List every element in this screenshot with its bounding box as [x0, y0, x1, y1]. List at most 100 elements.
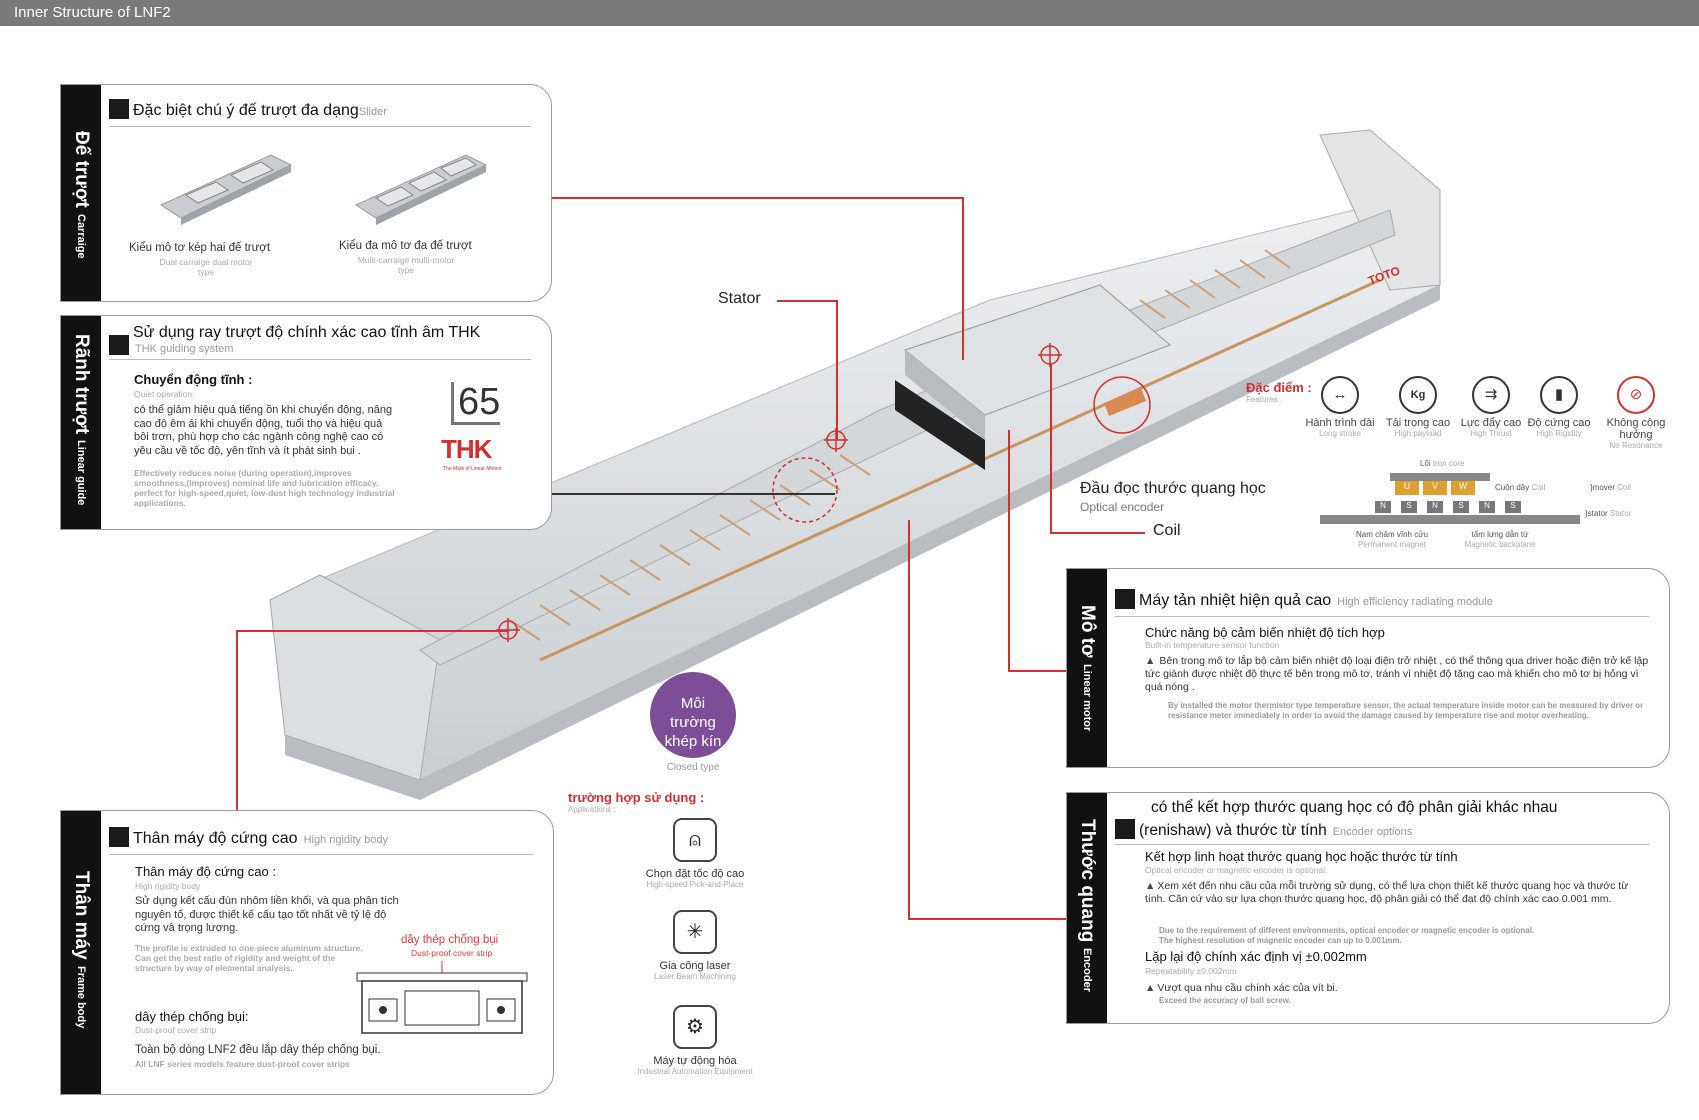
pole: S — [1401, 501, 1417, 513]
repeat-title: Lặp lại độ chính xác định vị ±0.002mm — [1145, 949, 1367, 964]
coil-legend-vi: Cuộn dây — [1495, 483, 1530, 492]
pole: S — [1453, 501, 1469, 513]
guide-header: Sử dụng ray trượt độ chính xác cao tĩnh … — [109, 324, 480, 355]
connector-encoder — [908, 520, 910, 918]
divider — [109, 126, 531, 127]
motor-diagram: Lõi Iron core U V W Cuộn dây Coil }mover… — [1310, 455, 1690, 555]
app-label: Máy tự động hóa — [653, 1055, 737, 1067]
header-square-icon — [1115, 819, 1135, 839]
divider — [1115, 616, 1649, 617]
feature-label: Lực đẩy cao — [1460, 417, 1522, 429]
type2-label-en: Multi-carraige multi-motor type — [357, 255, 455, 275]
applications-label-en: Applications : — [568, 805, 616, 814]
repeat-body-text: Vượt qua nhu cầu chính xác của vít bi. — [1157, 982, 1338, 994]
combine-title-en: Optical encoder or magnetic encoder is o… — [1145, 865, 1328, 875]
pole-row: N S N S N S — [1375, 501, 1521, 513]
double-arrow-icon: ↔ — [1321, 376, 1359, 414]
tab-title: Thước quang — [1077, 819, 1098, 943]
backplane-en: Magnetic backplane — [1464, 539, 1536, 549]
header-subtitle: Slider — [358, 106, 387, 118]
connector-coil-h — [1050, 532, 1145, 534]
features-label-en: Features : — [1246, 395, 1283, 404]
combine-body: ▲Xem xét đến nhu cầu của mỗi trường sử d… — [1145, 880, 1640, 906]
dual-carriage-image — [159, 154, 293, 225]
coil-legend: Cuộn dây Coil — [1495, 483, 1545, 493]
page-title: Inner Structure of LNF2 — [14, 4, 171, 21]
iron-core-en: Iron core — [1432, 459, 1465, 468]
encoder-card: Thước quangEncoder có thể kết hợp thước … — [1066, 792, 1670, 1024]
strip-body-en: All LNF series models feature dust-proof… — [135, 1059, 350, 1069]
coil-legend-en: Coil — [1531, 483, 1546, 492]
thk-tagline: The Mark of Linear Motion — [443, 466, 502, 472]
magnet-vi: Nam châm vĩnh cửu — [1355, 530, 1429, 539]
gripper-icon: ⍝ — [673, 818, 717, 862]
type1-label: Kiểu mô tơ kép hai đế trượt — [129, 242, 271, 254]
header-title: (renishaw) và thước từ tính — [1139, 822, 1327, 839]
header-square-icon — [109, 335, 129, 355]
thk-badge: 65 THK The Mark of Linear Motion — [439, 378, 519, 478]
type1-label-en: Dual carraige dual motor type — [159, 257, 253, 277]
multi-carriage-image — [354, 154, 488, 225]
strip-title: dây thép chống bụi: — [135, 1009, 249, 1024]
divider — [109, 359, 531, 360]
quiet-title: Chuyển động tĩnh : — [134, 372, 253, 387]
header-square-icon — [1115, 589, 1135, 609]
frame-cross-section — [356, 961, 528, 1034]
pole: N — [1427, 501, 1443, 513]
slider-tab: Đế trượtCarraige — [61, 85, 101, 301]
encoder-scale — [539, 278, 1381, 662]
connector-coil — [1050, 364, 1052, 532]
rigid-body-en: The profile is extruded to one-piece alu… — [135, 943, 363, 973]
tab-title: Mô tơ — [1077, 605, 1098, 658]
tab-title: Đế trượt — [71, 131, 92, 208]
tab-title: Rãnh trượt — [71, 334, 92, 435]
triangle-icon: ▲ — [1145, 982, 1156, 994]
mover-legend: }mover Coil — [1590, 483, 1631, 492]
magnet-en: Permanent magnet — [1357, 539, 1427, 549]
connector-motor — [1008, 430, 1010, 670]
stator-en: Stator — [1609, 509, 1632, 518]
pole: N — [1479, 501, 1495, 513]
tab-subtitle: Carraige — [75, 213, 87, 259]
header-title: Máy tản nhiệt hiện quả cao — [1139, 592, 1332, 609]
header-title: Đặc biệt chú ý đế trượt đa dạng — [133, 102, 359, 119]
header-square-icon — [109, 827, 129, 847]
combine-title: Kết hợp linh hoạt thước quang học hoặc t… — [1145, 849, 1458, 864]
connector-slider-v — [962, 197, 964, 360]
mover-en: Coil — [1617, 483, 1631, 492]
phase-row: U V W — [1395, 481, 1475, 495]
stator-legend: }stator Stator — [1585, 509, 1632, 518]
weight-icon: Kg — [1399, 376, 1437, 414]
type2-label: Kiểu đa mô tơ đa đế trượt — [339, 240, 472, 252]
header-subtitle: Encoder options — [1332, 826, 1413, 838]
strip-callout: dây thép chống bụi — [401, 934, 499, 946]
end-cap-left — [269, 574, 441, 781]
applications-label-vi: trường hợp sử dụng : — [568, 790, 705, 805]
connector-slider — [550, 197, 962, 199]
closed-type-en: Closed type — [666, 762, 720, 773]
features-label-vi: Đặc điểm : — [1246, 380, 1312, 395]
optical-encoder-label: Đầu đọc thước quang học Optical encoder — [1080, 480, 1266, 514]
connector-frame — [236, 630, 508, 632]
feature-label-en: No Resonance — [1609, 441, 1663, 450]
repeat-title-en: Repeatability ±0.002mm — [1145, 966, 1237, 976]
feature-label: Tải trọng cao — [1385, 417, 1451, 429]
applications-label: trường hợp sử dụng : Applications : — [568, 790, 704, 814]
header-title: Thân máy độ cứng cao — [133, 830, 298, 847]
app-label-en: High-speed Pick-and-Place — [646, 880, 744, 889]
stator-label: Stator — [718, 290, 761, 307]
app-label-en: Laser Beam Machining — [654, 972, 736, 981]
stator-vi: stator — [1587, 509, 1608, 518]
encoder-header-2: (renishaw) và thước từ tính Encoder optio… — [1115, 819, 1412, 840]
encoder-tab: Thước quangEncoder — [1067, 793, 1107, 1023]
badge-number: 65 — [451, 382, 501, 425]
quiet-body-en: Effectively reduces noise (during operat… — [134, 468, 395, 508]
frame-tab: Thân máyFrame body — [61, 811, 101, 1094]
